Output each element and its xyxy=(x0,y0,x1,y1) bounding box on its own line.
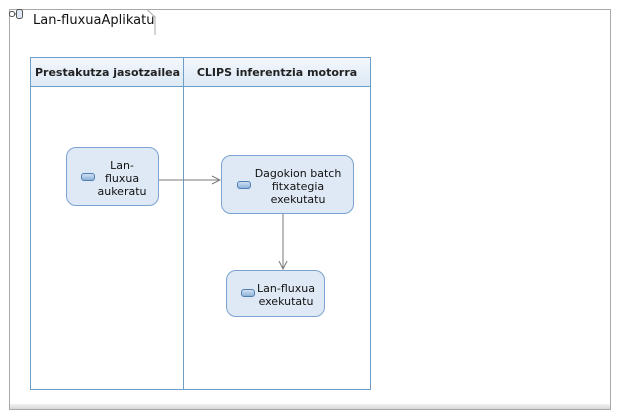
action-node-batch-fitxategia-exekutatu[interactable]: Dagokion batch fitxategia exekutatu xyxy=(221,155,354,214)
swimlane-prestakutza-jasotzailea[interactable]: Prestakutza jasotzailea xyxy=(30,57,185,390)
action-icon xyxy=(237,181,251,189)
action-node-lan-fluxua-aukeratu[interactable]: Lan-fluxua aukeratu xyxy=(66,147,159,206)
action-node-lan-fluxua-exekutatu[interactable]: Lan-fluxua exekutatu xyxy=(226,270,325,317)
swimlane-header: Prestakutza jasotzailea xyxy=(31,58,184,87)
title-tab-outline xyxy=(9,9,156,35)
swimlane-header: CLIPS inferentzia motorra xyxy=(184,58,370,87)
diagram-title-tab[interactable]: Lan-fluxuaAplikatu xyxy=(9,9,156,35)
action-icon xyxy=(241,289,255,297)
action-node-label: Lan-fluxua exekutatu xyxy=(257,282,315,308)
frame-bottom-bar xyxy=(10,404,610,409)
action-icon xyxy=(81,173,95,181)
diagram-title: Lan-fluxuaAplikatu xyxy=(33,13,155,28)
swimlane-clips-inferentzia-motorra[interactable]: CLIPS inferentzia motorra xyxy=(183,57,371,390)
action-node-label: Dagokion batch fitxategia exekutatu xyxy=(254,167,342,206)
action-node-label: Lan-fluxua aukeratu xyxy=(97,159,147,198)
activity-diagram-icon xyxy=(9,9,23,19)
